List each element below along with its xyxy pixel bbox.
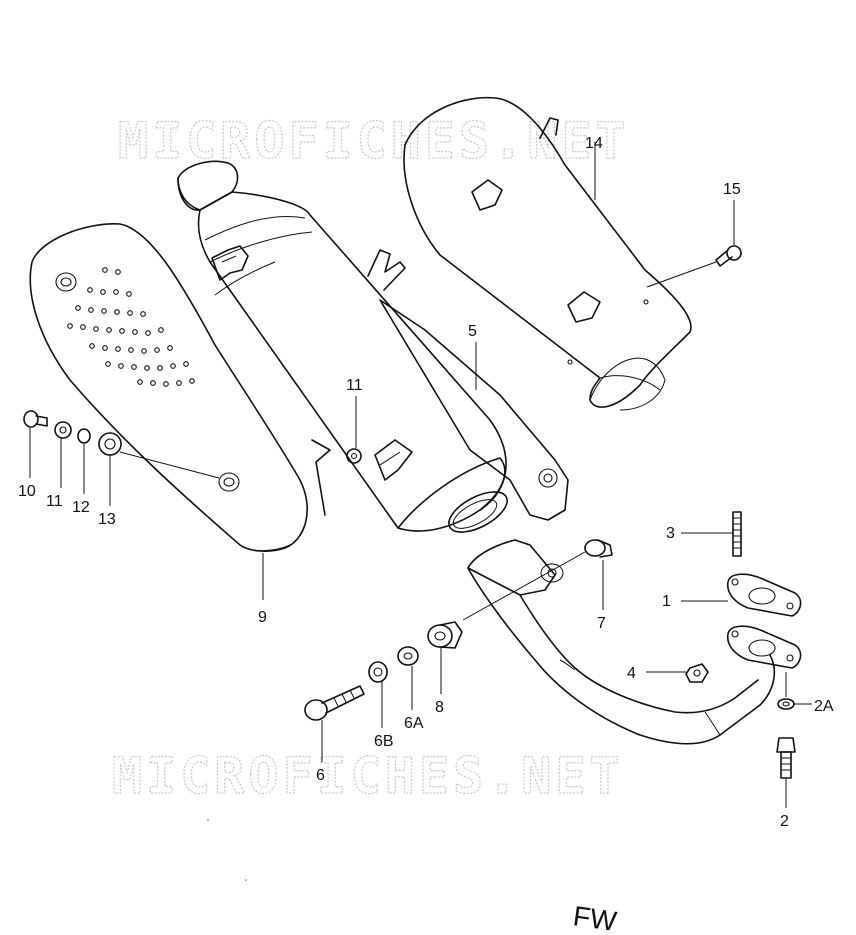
washer-6a bbox=[397, 646, 419, 666]
callout-10: 10 bbox=[18, 483, 36, 500]
callout-4: 4 bbox=[627, 665, 636, 682]
muffler-body bbox=[177, 160, 569, 596]
callout-12: 12 bbox=[72, 499, 90, 516]
callout-13: 13 bbox=[98, 511, 116, 528]
callout-5: 5 bbox=[468, 323, 477, 340]
bolt-6 bbox=[304, 685, 365, 721]
callout-14: 14 bbox=[585, 135, 603, 152]
callout-2: 2 bbox=[780, 813, 789, 830]
callout-3: 3 bbox=[666, 525, 675, 542]
collar-7 bbox=[584, 539, 613, 558]
spring-washer-6b bbox=[368, 661, 388, 683]
collar-12 bbox=[77, 428, 91, 444]
leader-lines bbox=[29, 142, 812, 808]
callout-2a: 2A bbox=[814, 698, 834, 715]
screw-10 bbox=[23, 410, 48, 428]
stud-bolt bbox=[732, 511, 742, 557]
callouts: 3 1 4 2A 2 7 8 6A 6B 6 9 10 11 12 13 11 … bbox=[18, 135, 834, 830]
callout-6a: 6A bbox=[404, 715, 424, 732]
gasket bbox=[726, 573, 802, 617]
callout-15: 15 bbox=[723, 181, 741, 198]
speck bbox=[245, 879, 247, 881]
exhaust-pipe bbox=[467, 567, 802, 745]
screw-15 bbox=[715, 245, 742, 267]
nut-11-muffler bbox=[346, 448, 362, 464]
grommet-8 bbox=[427, 621, 463, 649]
callout-7: 7 bbox=[597, 615, 606, 632]
heat-shield-rear bbox=[403, 96, 692, 411]
callout-6: 6 bbox=[316, 767, 325, 784]
heat-shield-perforations bbox=[67, 267, 195, 387]
flange-nut bbox=[685, 663, 709, 683]
washer-2a bbox=[777, 698, 795, 710]
nut-11-left bbox=[54, 421, 72, 439]
callout-11-muffler: 11 bbox=[346, 377, 363, 394]
callout-6b: 6B bbox=[374, 733, 394, 750]
grommet-13 bbox=[98, 432, 122, 456]
watermark-bottom: MICROFICHES.NET bbox=[112, 747, 624, 805]
watermark-top: MICROFICHES.NET bbox=[118, 112, 630, 170]
callout-1: 1 bbox=[662, 593, 671, 610]
bolt-2 bbox=[776, 737, 796, 779]
speck bbox=[207, 819, 209, 821]
callout-11-left: 11 bbox=[46, 493, 63, 510]
heat-shield-left bbox=[29, 223, 308, 552]
callout-8: 8 bbox=[435, 699, 444, 716]
fwd-marker: FW bbox=[571, 900, 619, 930]
callout-9: 9 bbox=[258, 609, 267, 626]
